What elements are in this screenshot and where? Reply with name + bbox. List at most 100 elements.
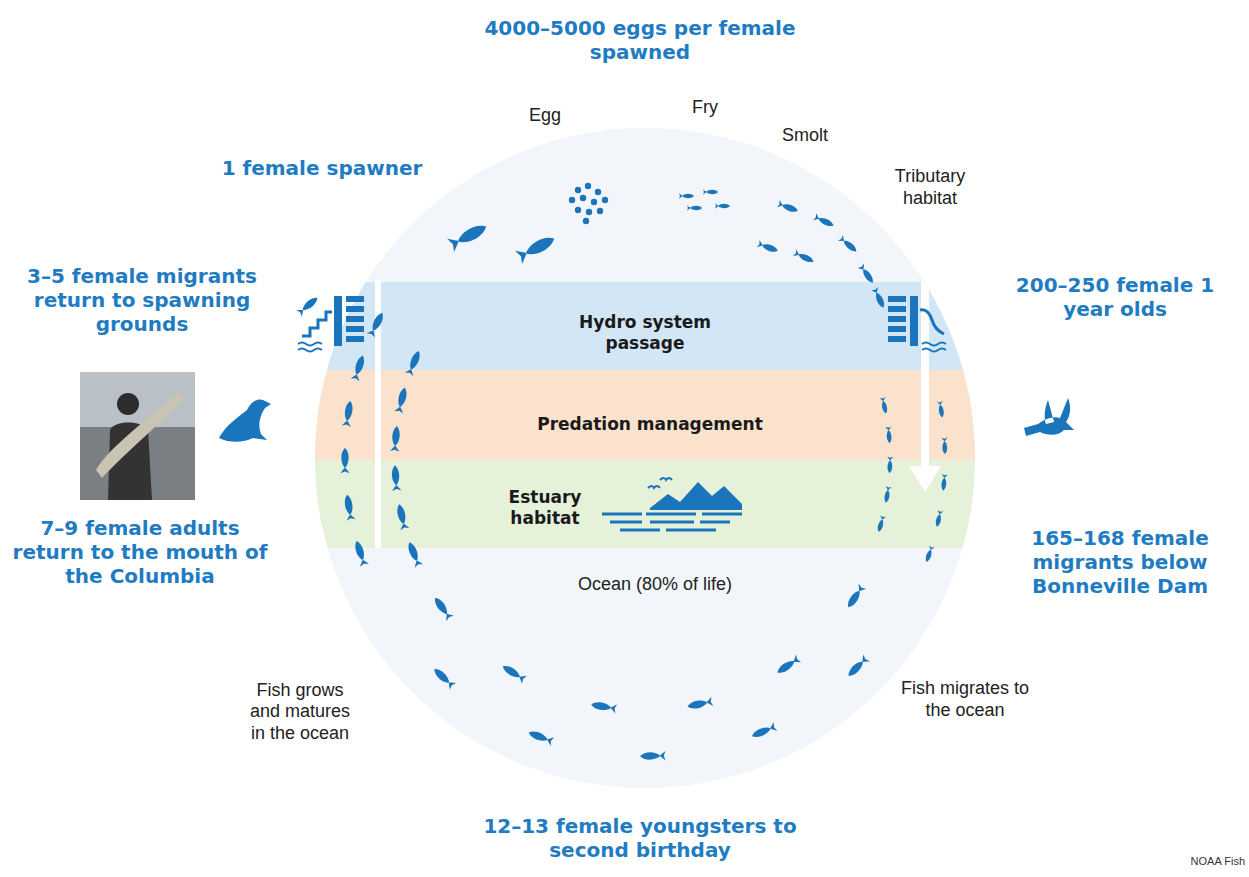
egg <box>602 197 608 203</box>
count-label: 12–13 female youngsters to second birthd… <box>465 814 815 862</box>
fish-ladder-dam-icon <box>296 294 364 351</box>
egg <box>575 187 581 193</box>
factor-label: Hydro system passage <box>560 312 730 355</box>
salmon-fish <box>775 654 801 676</box>
ring-ground <box>300 110 1000 810</box>
habitat-label: Tributary habitat <box>873 166 988 209</box>
dam-wall <box>910 296 918 346</box>
hydro-band <box>300 282 1000 370</box>
salmon-fish <box>342 400 355 427</box>
count-label: 1 female spawner <box>192 156 452 180</box>
dam-bar <box>346 326 364 332</box>
salmon-fish <box>367 311 387 338</box>
salmon-fish <box>395 503 410 530</box>
source-credit: NOAA Fish <box>1165 855 1245 868</box>
factor-label: Predation management <box>510 414 790 435</box>
salmon-fish <box>431 666 456 690</box>
salmon-fish <box>405 349 424 376</box>
water-lines <box>602 514 742 530</box>
fish-ladder-steps <box>302 312 332 336</box>
factor-label: Estuary habitat <box>495 487 595 530</box>
salmon-fish <box>876 515 886 533</box>
salmon-fish <box>390 465 401 491</box>
salmon-fish <box>342 494 355 521</box>
salmon-fish <box>715 203 730 209</box>
held-salmon <box>96 392 184 478</box>
count-label: 165–168 female migrants below Bonneville… <box>1000 526 1240 598</box>
salmon-fish <box>750 722 777 741</box>
salmon-fish <box>940 474 947 491</box>
salmon-fish <box>687 205 702 211</box>
egg <box>597 208 603 214</box>
stage-label: Smolt <box>760 125 850 147</box>
salmon-fish <box>640 751 666 761</box>
salmon-fish <box>431 595 454 621</box>
salmon-fish <box>527 728 554 746</box>
dam-bar <box>888 336 906 342</box>
salmon-fish <box>394 386 409 413</box>
salmon-fish <box>871 287 887 309</box>
salmon-fish <box>447 220 490 252</box>
egg <box>595 189 601 195</box>
estuary-band <box>300 460 1000 548</box>
salmon-fish <box>937 401 946 418</box>
phase-label: Fish migrates to the ocean <box>900 678 1030 721</box>
water-waves <box>922 343 946 352</box>
estuary-icon <box>602 478 742 530</box>
ocean-label: Ocean (80% of life) <box>560 574 750 596</box>
egg <box>586 209 592 215</box>
water-waves <box>298 343 322 352</box>
dam-bar <box>888 316 906 322</box>
salmon-fish <box>777 200 799 214</box>
count-label: 200–250 female 1 year olds <box>995 273 1235 321</box>
salmon-fish <box>924 545 935 563</box>
salmon-fish <box>757 240 779 254</box>
birds <box>648 478 672 488</box>
salmon-fish <box>880 397 889 414</box>
salmon-fish <box>351 354 368 381</box>
angler-photo <box>80 372 195 500</box>
photo-frame <box>80 372 195 500</box>
leaping-fish <box>296 294 320 316</box>
stage-label: Egg <box>505 105 585 127</box>
salmon-fish <box>941 438 948 455</box>
salmon-fish <box>679 193 694 199</box>
salmon-fish <box>793 249 815 265</box>
salmon-fish <box>686 697 713 711</box>
egg <box>580 195 586 201</box>
egg <box>575 207 581 213</box>
mountains <box>650 482 742 510</box>
count-label: 3–5 female migrants return to spawning g… <box>7 264 277 336</box>
count-label: 7–9 female adults return to the mouth of… <box>5 516 275 588</box>
dam-bar <box>888 296 906 302</box>
salmon-fish <box>405 540 423 567</box>
sea-lion <box>219 399 271 441</box>
life-cycle-ring <box>300 110 1000 810</box>
egg <box>591 199 597 205</box>
salmon-fish <box>934 510 943 527</box>
salmon-fish <box>844 584 866 610</box>
dam-bar <box>346 296 364 302</box>
dam-bar <box>346 306 364 312</box>
dam-bar <box>346 336 364 342</box>
bird-predator <box>1024 398 1074 436</box>
salmon-fish <box>885 426 892 443</box>
sea-lion-predator <box>219 399 271 441</box>
fish-group <box>340 189 948 761</box>
dam-bar <box>888 306 906 312</box>
salmon-fish <box>590 700 617 714</box>
person-head <box>117 393 139 415</box>
predation-band <box>300 370 1000 460</box>
salmon-fish <box>340 448 349 474</box>
dam-icon <box>888 296 946 352</box>
dam-bar <box>346 316 364 322</box>
egg <box>569 197 575 203</box>
egg-cluster <box>569 183 608 224</box>
count-heading: 4000–5000 eggs per female spawned <box>475 16 805 64</box>
egg <box>585 183 591 189</box>
salmon-fish <box>500 662 527 683</box>
salmon-fish <box>703 189 718 195</box>
dam-bar <box>888 326 906 332</box>
